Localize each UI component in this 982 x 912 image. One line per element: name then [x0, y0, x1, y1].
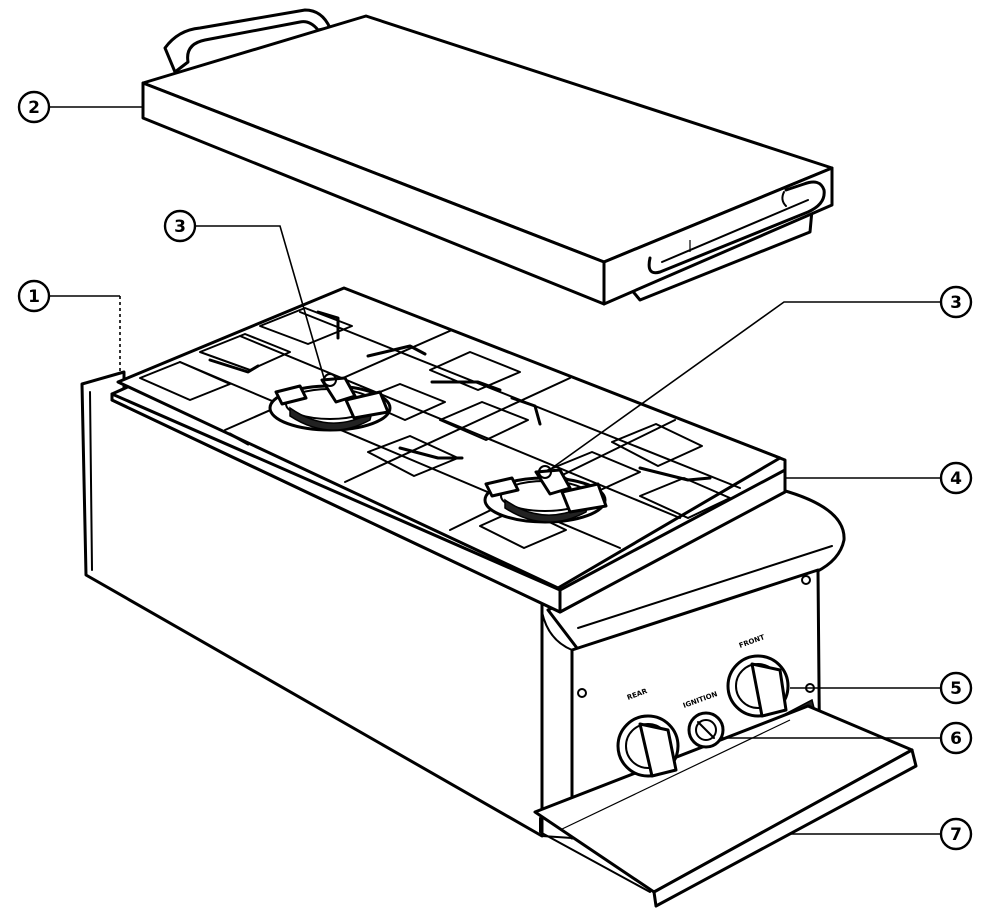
svg-text:3: 3 [174, 217, 186, 237]
svg-text:7: 7 [950, 825, 962, 845]
burner-front [483, 465, 608, 524]
leader-lines [50, 106, 940, 835]
callout-3-rear: 3 [163, 209, 197, 243]
callout-3-front: 3 [939, 285, 973, 319]
callout-2: 2 [17, 90, 51, 124]
svg-text:1: 1 [28, 287, 40, 307]
burner-grate [110, 286, 787, 614]
svg-text:6: 6 [950, 729, 962, 749]
svg-text:5: 5 [950, 679, 962, 699]
svg-text:2: 2 [28, 98, 40, 118]
screw-icon [801, 575, 811, 585]
callout-4: 4 [939, 461, 973, 495]
ignition-button[interactable] [687, 711, 725, 749]
svg-text:4: 4 [950, 469, 962, 489]
callout-7: 7 [939, 817, 973, 851]
callout-6: 6 [939, 721, 973, 755]
callout-5: 5 [939, 671, 973, 705]
svg-text:3: 3 [950, 293, 962, 313]
burner-rear [268, 373, 392, 432]
griddle-cover [141, 8, 834, 306]
callout-1: 1 [17, 279, 51, 313]
control-knob-rear[interactable] [616, 714, 680, 778]
control-knob-front[interactable] [726, 654, 790, 718]
screw-icon [577, 688, 587, 698]
